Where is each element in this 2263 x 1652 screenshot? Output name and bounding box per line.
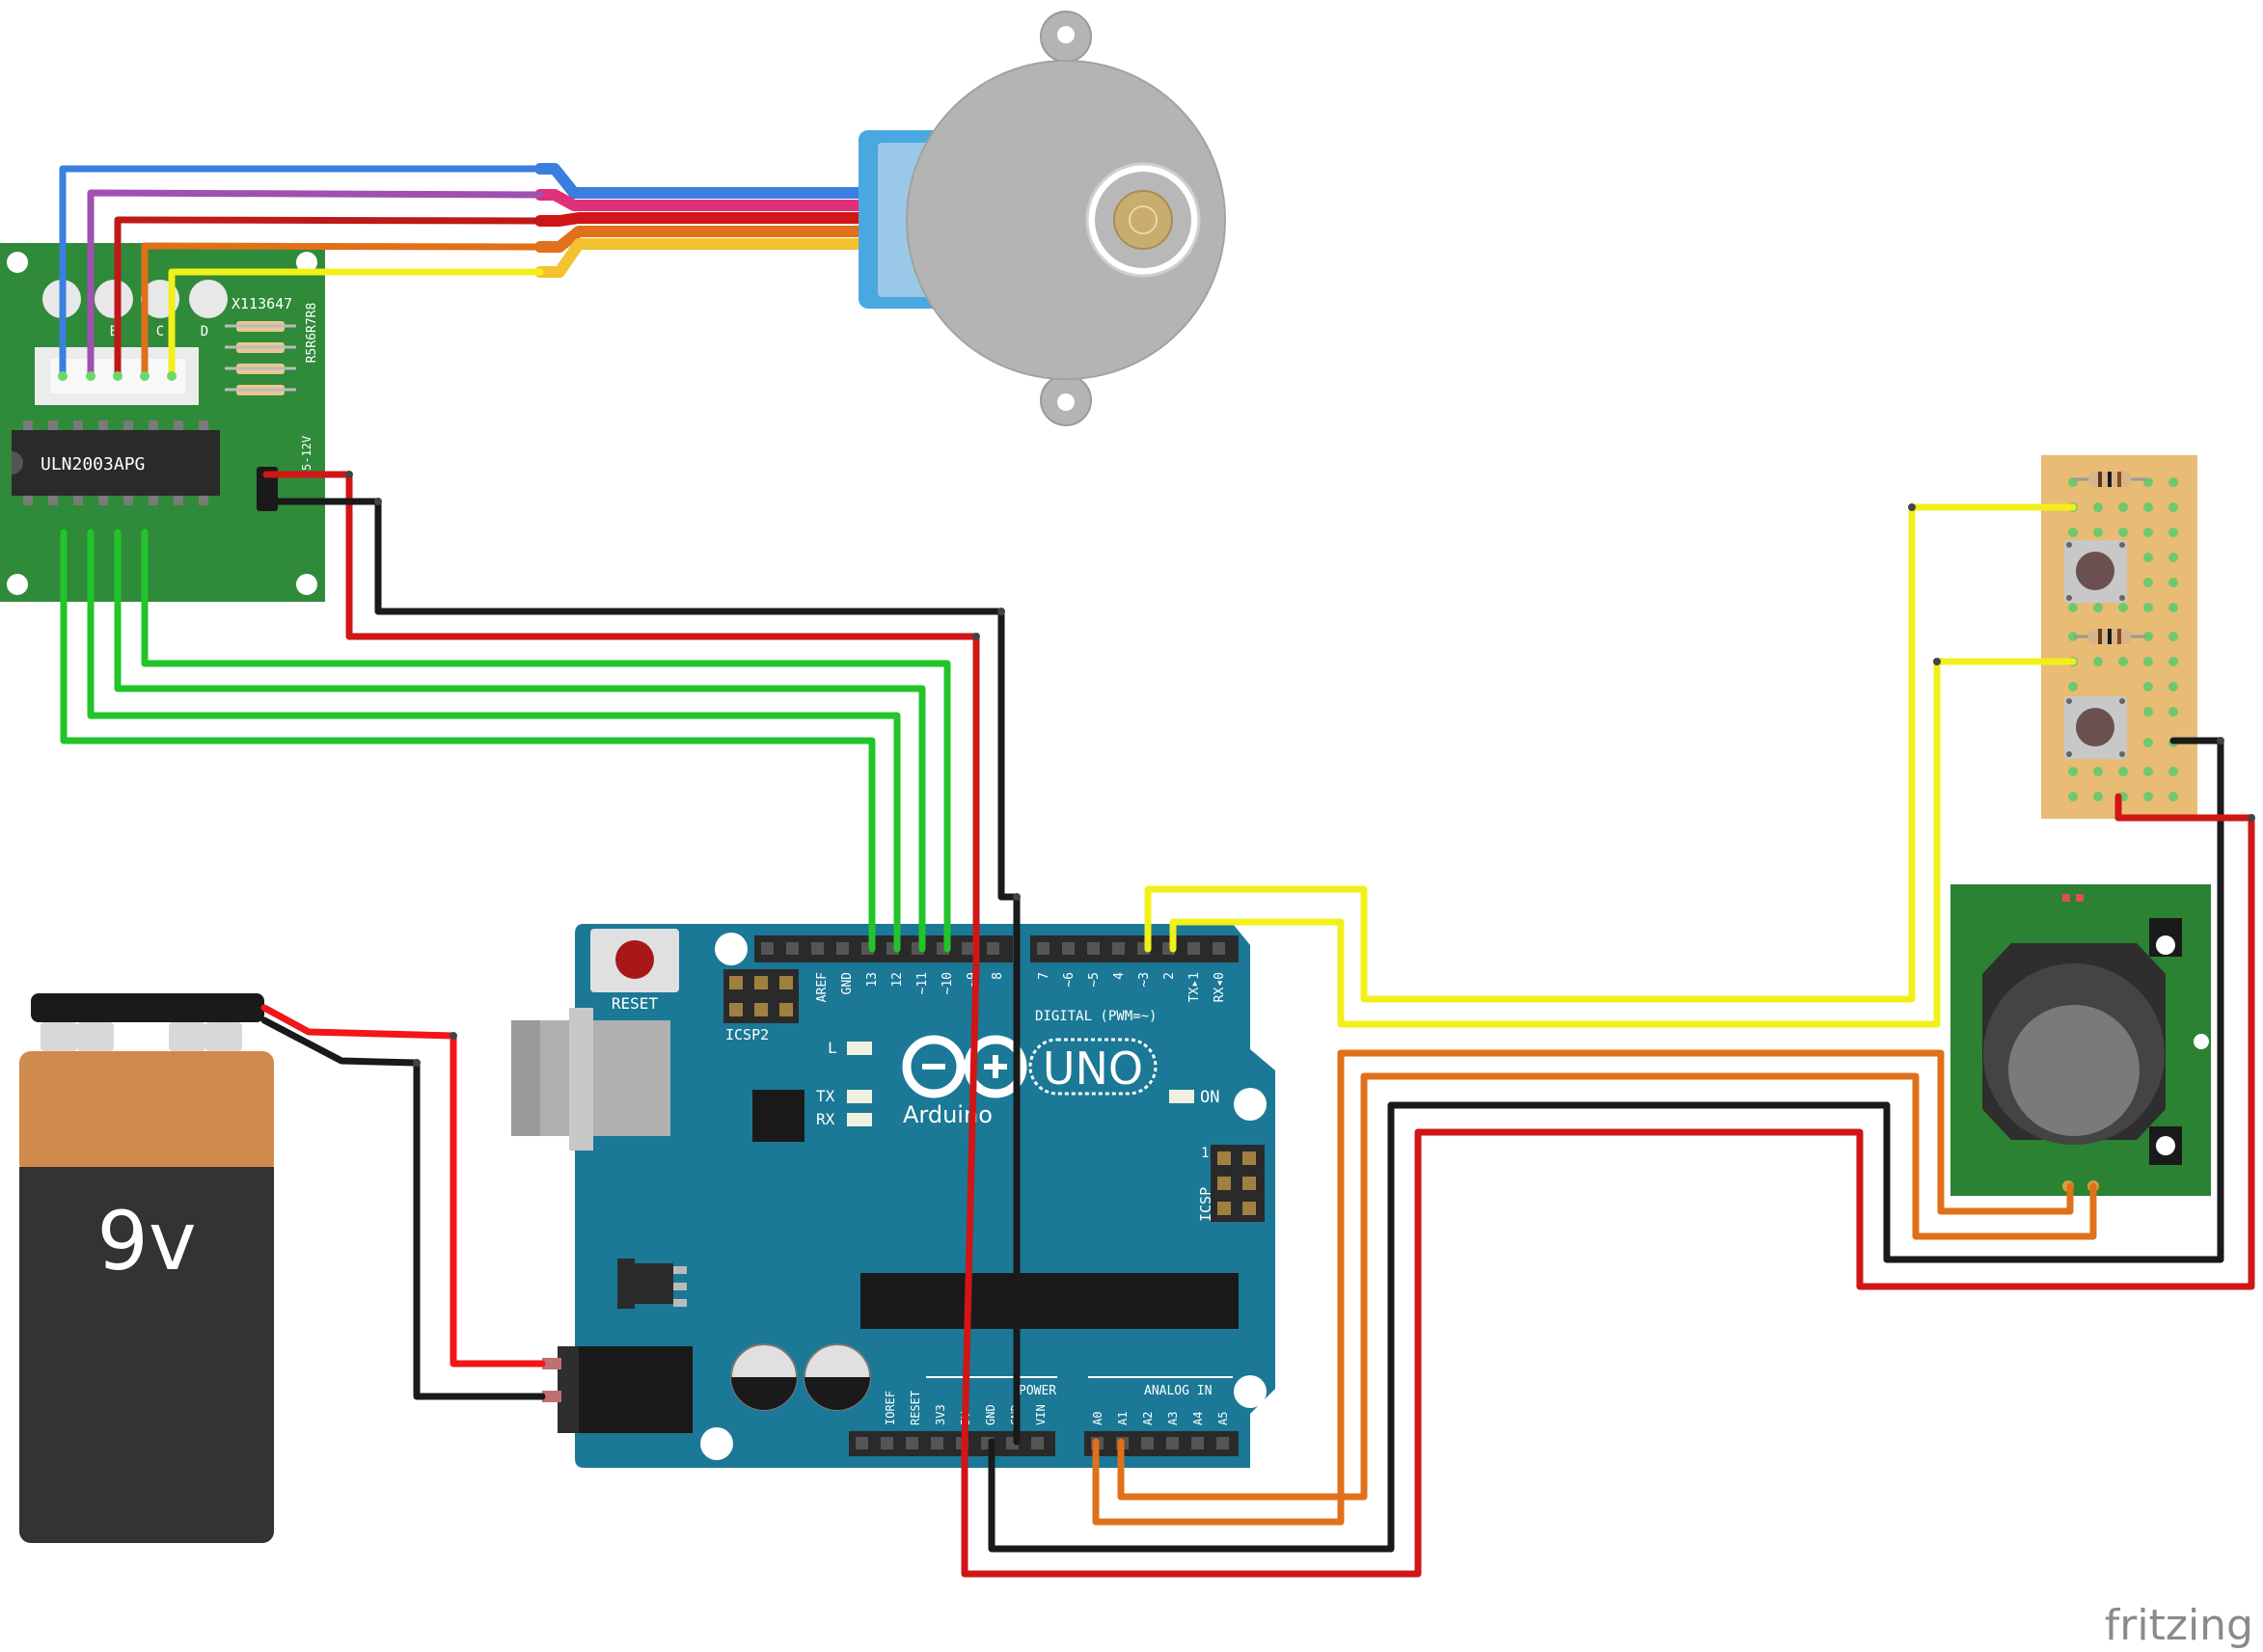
pin-a1: A1 [1116,1412,1130,1425]
dc-power-jack[interactable] [542,1346,693,1433]
reset-label: RESET [612,994,659,1013]
arduino-logo-icon [902,1035,1158,1098]
led-label-d: D [201,324,208,339]
uln2003-chip: ULN2003APG [12,420,220,505]
arduino-uno-board: RESET ICSP2 AREF GND 13 12 ~11 ~10 ~9 8 … [511,924,1275,1468]
analog-header[interactable] [1084,1431,1239,1456]
pin-1: TX▸1 [1187,972,1202,1002]
pin-a0: A0 [1091,1412,1104,1425]
rx-led-icon [847,1113,872,1126]
reset-button[interactable] [590,929,679,992]
pin-gnd-1: GND [984,1404,997,1425]
on-led-icon [1169,1090,1194,1103]
resistor-array-icon [225,321,296,395]
push-button-1-icon[interactable] [2064,540,2127,603]
pin-10: ~10 [941,972,955,994]
stepper-motor [534,11,1226,426]
resistor-code: R5R6R7R8 [305,303,319,364]
digital-label: DIGITAL (PWM=~) [1035,1009,1157,1024]
resistor-icon [2074,472,2146,644]
led-b-icon [95,280,133,318]
perfboard-buttons [2041,455,2197,819]
pin-6: ~6 [1062,972,1077,988]
uln2003-driver-board: B C D X113647 R5R6R7R8 [0,243,325,602]
analog-label: ANALOG IN [1144,1384,1212,1398]
on-label: ON [1200,1088,1219,1107]
tx-label: TX [816,1087,835,1105]
l-led-icon [847,1042,872,1055]
chip-label: ULN2003APG [41,454,145,474]
microcontroller-chip [860,1273,1239,1329]
part-code: X113647 [232,295,292,312]
wires [58,165,2255,1578]
joystick-knob-icon[interactable] [2008,1005,2140,1136]
pin-8: 8 [991,972,1005,980]
icsp2-header [723,969,799,1023]
pin-4: 4 [1112,972,1127,980]
pin-reset: RESET [909,1391,922,1425]
pin-0: RX◂0 [1213,972,1227,1002]
pin-a5: A5 [1216,1412,1230,1425]
pin-12: 12 [890,972,905,988]
battery-label: 9v [96,1194,196,1288]
icsp-pin1-label: 1 [1201,1146,1209,1161]
fritzing-watermark: fritzing [2105,1601,2253,1650]
pin-a2: A2 [1141,1412,1155,1425]
push-button-2-icon[interactable] [2064,696,2127,759]
icsp2-label: ICSP2 [725,1026,769,1043]
led-label-b: B [110,324,118,339]
icsp-label: ICSP [1197,1187,1214,1222]
power-label: POWER [1019,1384,1056,1398]
arduino-logo-text: Arduino [903,1101,993,1128]
tx-led-icon [847,1090,872,1103]
pin-vin: VIN [1034,1404,1048,1425]
pin-5: ~5 [1087,972,1102,988]
joystick-module [1950,884,2211,1196]
pin-ioref: IOREF [884,1391,897,1425]
pin-aref: AREF [815,972,830,1002]
battery-9v: 9v [19,993,274,1543]
icsp-header [1211,1145,1265,1222]
pin-3: ~3 [1137,972,1152,988]
l-label: L [828,1039,837,1057]
led-d-icon [189,280,228,318]
led-label-c: C [156,324,164,339]
pin-11: ~11 [915,972,930,994]
uno-text: UNO [1043,1043,1143,1095]
pin-a4: A4 [1191,1412,1205,1425]
pin-a3: A3 [1166,1412,1180,1425]
pin-gnd-top: GND [840,972,855,995]
power-pin-label: 5-12V [300,436,314,471]
pin-13: 13 [865,972,880,988]
rx-label: RX [816,1110,835,1128]
pin-3v3: 3V3 [934,1404,947,1425]
pin-2: 2 [1162,972,1177,980]
digital-header-right[interactable] [1030,935,1239,962]
capacitor-icon [730,1343,871,1411]
power-header[interactable] [849,1431,1055,1456]
pin-7: 7 [1037,972,1051,980]
